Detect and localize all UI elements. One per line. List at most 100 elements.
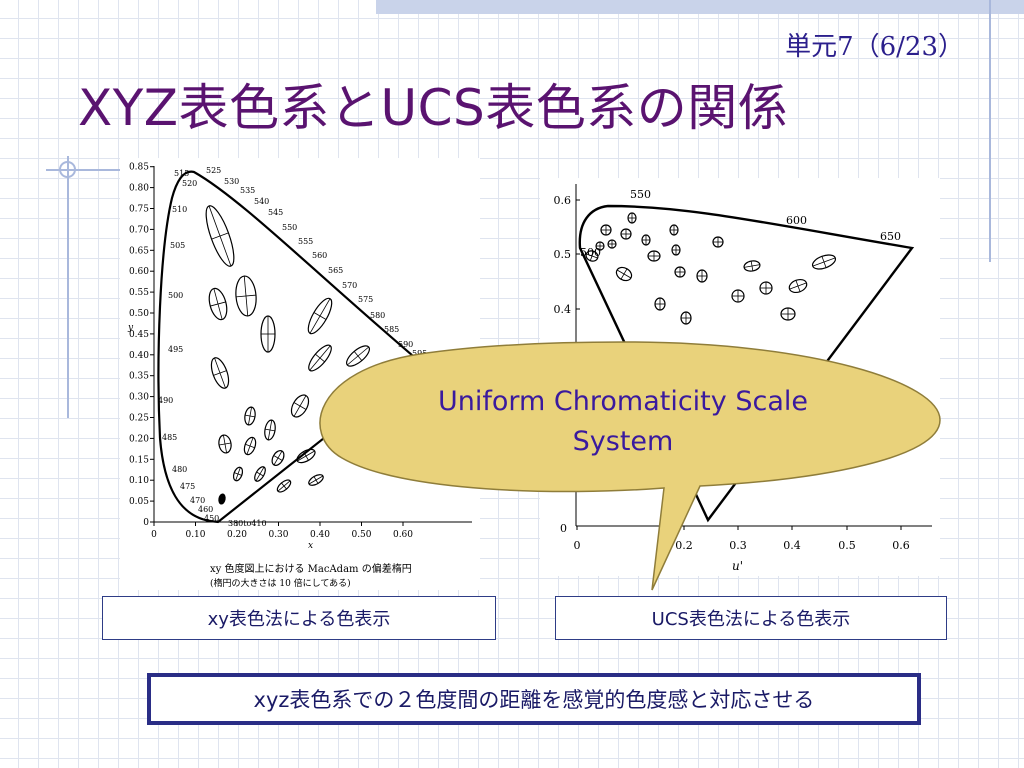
macadam-ellipse — [208, 287, 228, 321]
wavelength-label: 565 — [328, 266, 343, 275]
caption-left: xy表色法による色表示 — [102, 596, 496, 640]
u-y-tick-label: 0.4 — [554, 303, 572, 316]
u-y-tick-label: 0 — [560, 522, 567, 535]
macadam-ellipse — [290, 394, 310, 418]
macadam-ellipse — [346, 345, 370, 367]
wavelength-label: 495 — [168, 345, 183, 354]
macadam-ellipse — [264, 419, 276, 441]
u-wavelength-label: 550 — [630, 188, 651, 201]
decor-rule-horizontal — [46, 169, 120, 171]
y-tick-label: 0.40 — [129, 351, 149, 361]
x-tick-label: 0.40 — [310, 530, 330, 540]
y-ticks-group: 00.050.100.150.200.250.300.350.400.450.5… — [129, 163, 154, 528]
slide-title: XYZ表色系とUCS表色系の関係 — [78, 79, 789, 137]
x-axis-label: x — [308, 541, 313, 551]
macadam-ellipse — [210, 357, 230, 389]
y-tick-label: 0.45 — [129, 330, 149, 340]
wavelength-label: 505 — [170, 241, 185, 250]
u-axis-label: u' — [732, 559, 743, 573]
callout-line-1: Uniform Chromaticity Scale — [438, 386, 808, 417]
u-ellipse — [674, 266, 686, 278]
callout-text: Uniform Chromaticity Scale System — [398, 382, 848, 462]
u-wavelength-label: 650 — [880, 230, 901, 243]
wavelength-label: 460 — [198, 505, 213, 514]
u-y-tick-label: 0.6 — [554, 194, 572, 207]
macadam-ellipse-filled — [218, 493, 226, 505]
macadam-ellipse — [308, 344, 332, 372]
y-tick-label: 0.30 — [129, 393, 149, 403]
macadam-ellipse — [308, 474, 324, 486]
macadam-ellipse — [271, 450, 285, 466]
decor-rule-right — [989, 0, 991, 262]
u-ellipse — [780, 307, 796, 321]
u-ellipse — [641, 234, 651, 246]
wavelength-label: 520 — [182, 179, 197, 188]
u-x-tick-label: 0.3 — [729, 539, 747, 552]
y-tick-label: 0.55 — [129, 288, 149, 298]
u-ellipses-group — [585, 212, 837, 325]
u-y-ticks-group: 0.60.50.40 — [554, 194, 580, 535]
y-tick-label: 0.65 — [129, 246, 149, 256]
u-ellipse — [759, 281, 773, 295]
macadam-ellipse — [243, 436, 257, 456]
wavelength-label: 545 — [268, 208, 283, 217]
x-tick-label: 0.20 — [227, 530, 247, 540]
y-tick-label: 0.20 — [129, 434, 149, 444]
u-wavelength-label: 500 — [580, 246, 601, 259]
wavelength-label: 380to410 — [228, 519, 267, 528]
left-figure-caption-line2: (楕円の大きさは 10 倍にしてある) — [210, 577, 351, 589]
wavelength-label: 585 — [384, 325, 399, 334]
spectrum-locus — [157, 170, 422, 524]
y-tick-label: 0.50 — [129, 309, 149, 319]
macadam-ellipse — [276, 479, 292, 493]
u-ellipse — [671, 244, 681, 256]
x-tick-label: 0 — [151, 530, 157, 540]
wavelength-label: 450 — [204, 514, 219, 523]
macadam-ellipse — [260, 315, 276, 353]
wavelength-label: 550 — [282, 223, 297, 232]
wavelength-label: 470 — [190, 496, 205, 505]
xy-diagram-svg: 00.050.100.150.200.250.300.350.400.450.5… — [127, 163, 472, 589]
u-ellipse — [647, 250, 661, 262]
u-ellipse — [669, 224, 679, 236]
u-wavelength-label: 600 — [786, 214, 807, 227]
u-ellipse — [731, 289, 745, 303]
u-ellipse — [712, 236, 724, 248]
u-x-tick-label: 0.2 — [675, 539, 693, 552]
x-tick-label: 0.10 — [185, 530, 205, 540]
x-tick-label: 0.60 — [393, 530, 413, 540]
u-ellipse — [811, 254, 837, 270]
wavelength-label: 525 — [206, 166, 221, 175]
callout-shape — [319, 341, 941, 591]
y-tick-label: 0.05 — [129, 497, 149, 507]
macadam-ellipse — [307, 297, 333, 335]
x-tick-label: 0.50 — [351, 530, 371, 540]
x-tick-label: 0.30 — [268, 530, 288, 540]
u-ellipse — [680, 311, 692, 325]
macadam-ellipse — [296, 448, 316, 464]
u-ellipse — [743, 260, 761, 272]
y-tick-label: 0 — [143, 518, 149, 528]
wavelength-label: 575 — [358, 295, 373, 304]
u-wavelength-labels-group: 550 600 650 500 — [580, 188, 901, 259]
u-ellipse — [788, 278, 808, 294]
macadam-ellipse — [205, 205, 235, 267]
u-x-tick-label: 0.4 — [783, 539, 801, 552]
u-spectrum-locus — [578, 204, 915, 523]
wavelength-label: 590 — [398, 340, 413, 349]
caption-right: UCS表色法による色表示 — [555, 596, 947, 640]
y-tick-label: 0.10 — [129, 476, 149, 486]
header-band — [376, 0, 1024, 14]
macadam-ellipse — [235, 275, 257, 317]
y-tick-label: 0.85 — [129, 163, 149, 173]
y-tick-label: 0.80 — [129, 184, 149, 194]
wavelength-label: 515 — [174, 169, 189, 178]
macadam-ellipse — [218, 434, 232, 454]
u-ellipse — [595, 241, 605, 251]
wavelength-label: 580 — [370, 311, 385, 320]
u-ellipse — [620, 228, 632, 240]
y-tick-label: 0.60 — [129, 267, 149, 277]
bottom-note: xyz表色系での２色度間の距離を感覚的色度感と対応させる — [147, 673, 921, 725]
wavelength-label: 475 — [180, 482, 195, 491]
